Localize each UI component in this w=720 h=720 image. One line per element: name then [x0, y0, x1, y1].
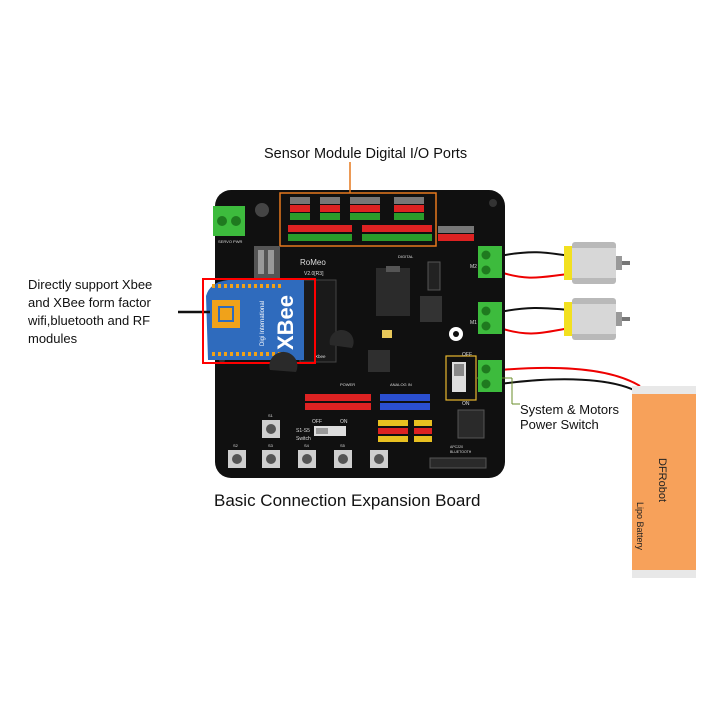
xbee-support-label: Directly support Xbee and XBee form fact…	[28, 276, 208, 348]
xbee-label-line-2: and XBee form factor	[28, 295, 151, 310]
motor-switch-on: ON	[462, 401, 470, 407]
xbee-label-line-1: Directly support Xbee	[28, 277, 153, 292]
apc220-header: APC220 BLUETOOTH	[429, 409, 487, 469]
xbee-highlight	[202, 278, 316, 364]
motor-m2	[564, 242, 630, 284]
xbee-label-line-4: modules	[28, 331, 78, 346]
button-label-s4: S4	[304, 443, 310, 448]
switch-word-text: Switch	[296, 436, 311, 442]
m1-text: M1	[470, 320, 477, 326]
i2c-header	[254, 246, 280, 278]
xbee-brand-text: Digi International	[260, 301, 266, 346]
analog-text: ANALOG IN	[390, 382, 412, 387]
gear-icon	[449, 327, 463, 341]
bluetooth-text: BLUETOOTH	[450, 450, 472, 454]
motor-terminals: M2 M1	[470, 246, 502, 392]
power-text: POWER	[340, 382, 355, 387]
switch-label-line-1: System & Motors	[520, 402, 619, 417]
switch-label-line-2: Power Switch	[520, 417, 599, 432]
capacitors	[269, 329, 354, 372]
wires	[499, 251, 641, 393]
sensor-ports-highlight	[279, 192, 437, 247]
power-switch-label: System & Motors Power Switch	[520, 402, 619, 432]
xbee-module: Digi International XBee	[178, 280, 304, 360]
push-buttons: S1 S2 S3 S4 S5	[228, 413, 388, 468]
xbee-label-line-3: wifi,bluetooth and RF	[28, 313, 151, 328]
servo-power-terminal: SERVO PWR	[213, 206, 245, 244]
system-motor-power-switch: OFF ON	[445, 352, 520, 407]
board-version: V2.0[R3]	[304, 271, 324, 277]
power-analog-headers: POWER ANALOG IN	[305, 382, 432, 442]
digital-text: DIGITAL	[398, 254, 414, 259]
battery-type-text: Lipo Battery	[635, 502, 645, 551]
lipo-battery: DFRobot Lipo Battery	[632, 386, 696, 578]
xbee-slot: Xbee	[299, 279, 337, 363]
s-switch-on: ON	[340, 419, 348, 425]
xbee-slot-text: Xbee	[315, 354, 326, 359]
motor-m1	[564, 298, 630, 340]
sensor-header-pins	[288, 197, 474, 241]
button-label-s2: S2	[233, 443, 239, 448]
xbee-name-text: XBee	[273, 295, 298, 350]
s-switch-off: OFF	[312, 419, 322, 425]
m2-text: M2	[470, 264, 477, 270]
s1-s5-switch: OFF ON S1-S5 Switch	[296, 419, 348, 442]
battery-brand-text: DFRobot	[656, 458, 668, 502]
button-label-s5: S5	[340, 443, 346, 448]
servo-pwr-text: SERVO PWR	[218, 239, 242, 244]
board-name: RoMeo	[300, 258, 326, 267]
motor-switch-off: OFF	[462, 352, 472, 358]
button-label-s3: S3	[268, 443, 274, 448]
s1-s5-text: S1-S5	[296, 428, 310, 434]
apc-text: APC220	[450, 445, 463, 449]
board-caption: Basic Connection Expansion Board	[214, 491, 481, 510]
button-label-s1: S1	[268, 413, 274, 418]
chips	[368, 261, 442, 372]
sensor-ports-label: Sensor Module Digital I/O Ports	[264, 146, 468, 162]
